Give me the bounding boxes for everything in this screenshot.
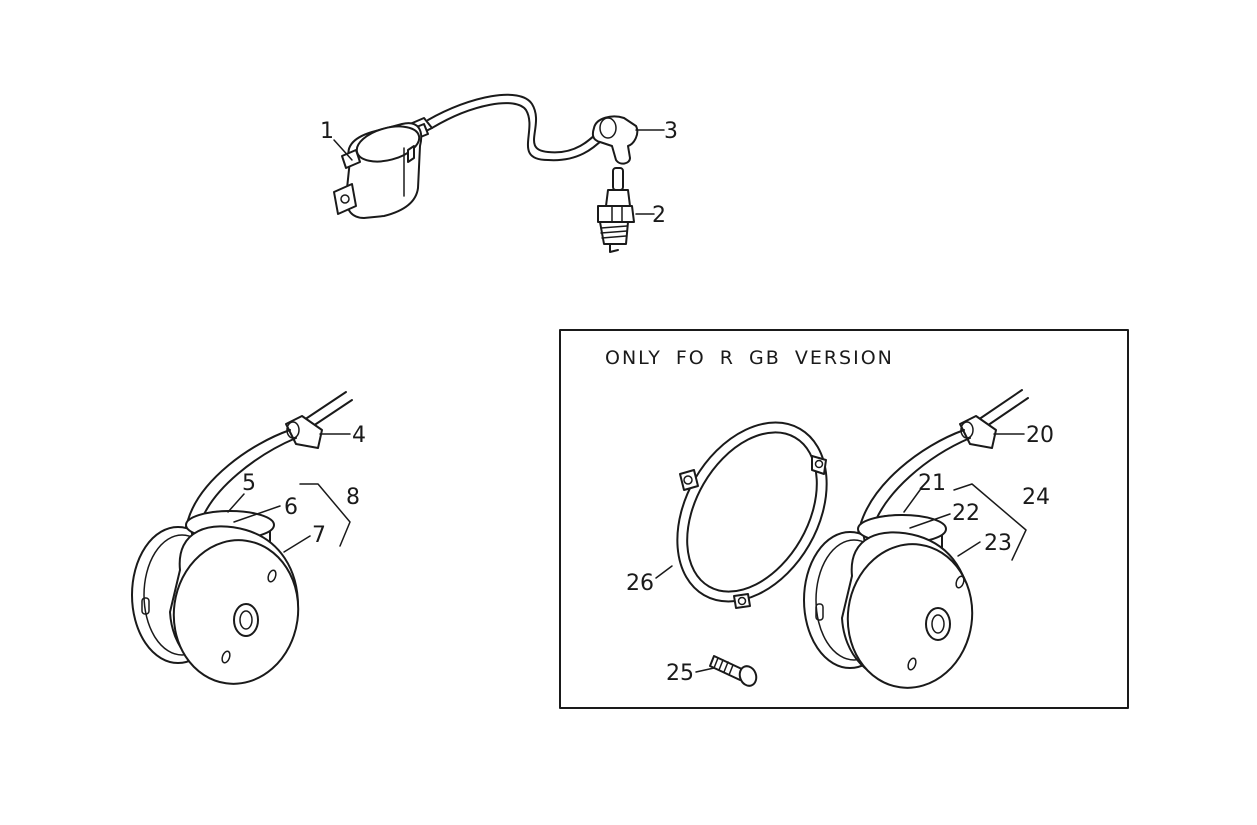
spark-plug [597,167,635,253]
leader-lines [227,129,1027,673]
callout-4: 4 [352,423,366,448]
bolt [709,655,758,687]
ignition-coil [333,93,605,219]
callout-6: 6 [284,495,298,520]
inset-title: ONLY FO R GB VERSION [605,347,894,369]
callout-2: 2 [652,203,666,228]
callout-5: 5 [242,471,256,496]
callout-8: 8 [346,485,360,510]
callout-25: 25 [666,661,694,686]
callout-1: 1 [320,119,334,144]
callout-3: 3 [664,119,678,144]
spark-plug-cap [591,115,639,165]
callout-20: 20 [1026,423,1054,448]
callout-22: 22 [952,501,980,526]
callout-21: 21 [918,471,946,496]
callout-26: 26 [626,571,654,596]
magneto-assembly-left [131,391,353,685]
callout-24: 24 [1022,485,1050,510]
callout-7: 7 [312,523,326,548]
magneto-assembly-right [803,389,1029,689]
callout-23: 23 [984,531,1012,556]
mounting-ring [676,421,828,609]
gb-version-inset [559,329,1129,709]
